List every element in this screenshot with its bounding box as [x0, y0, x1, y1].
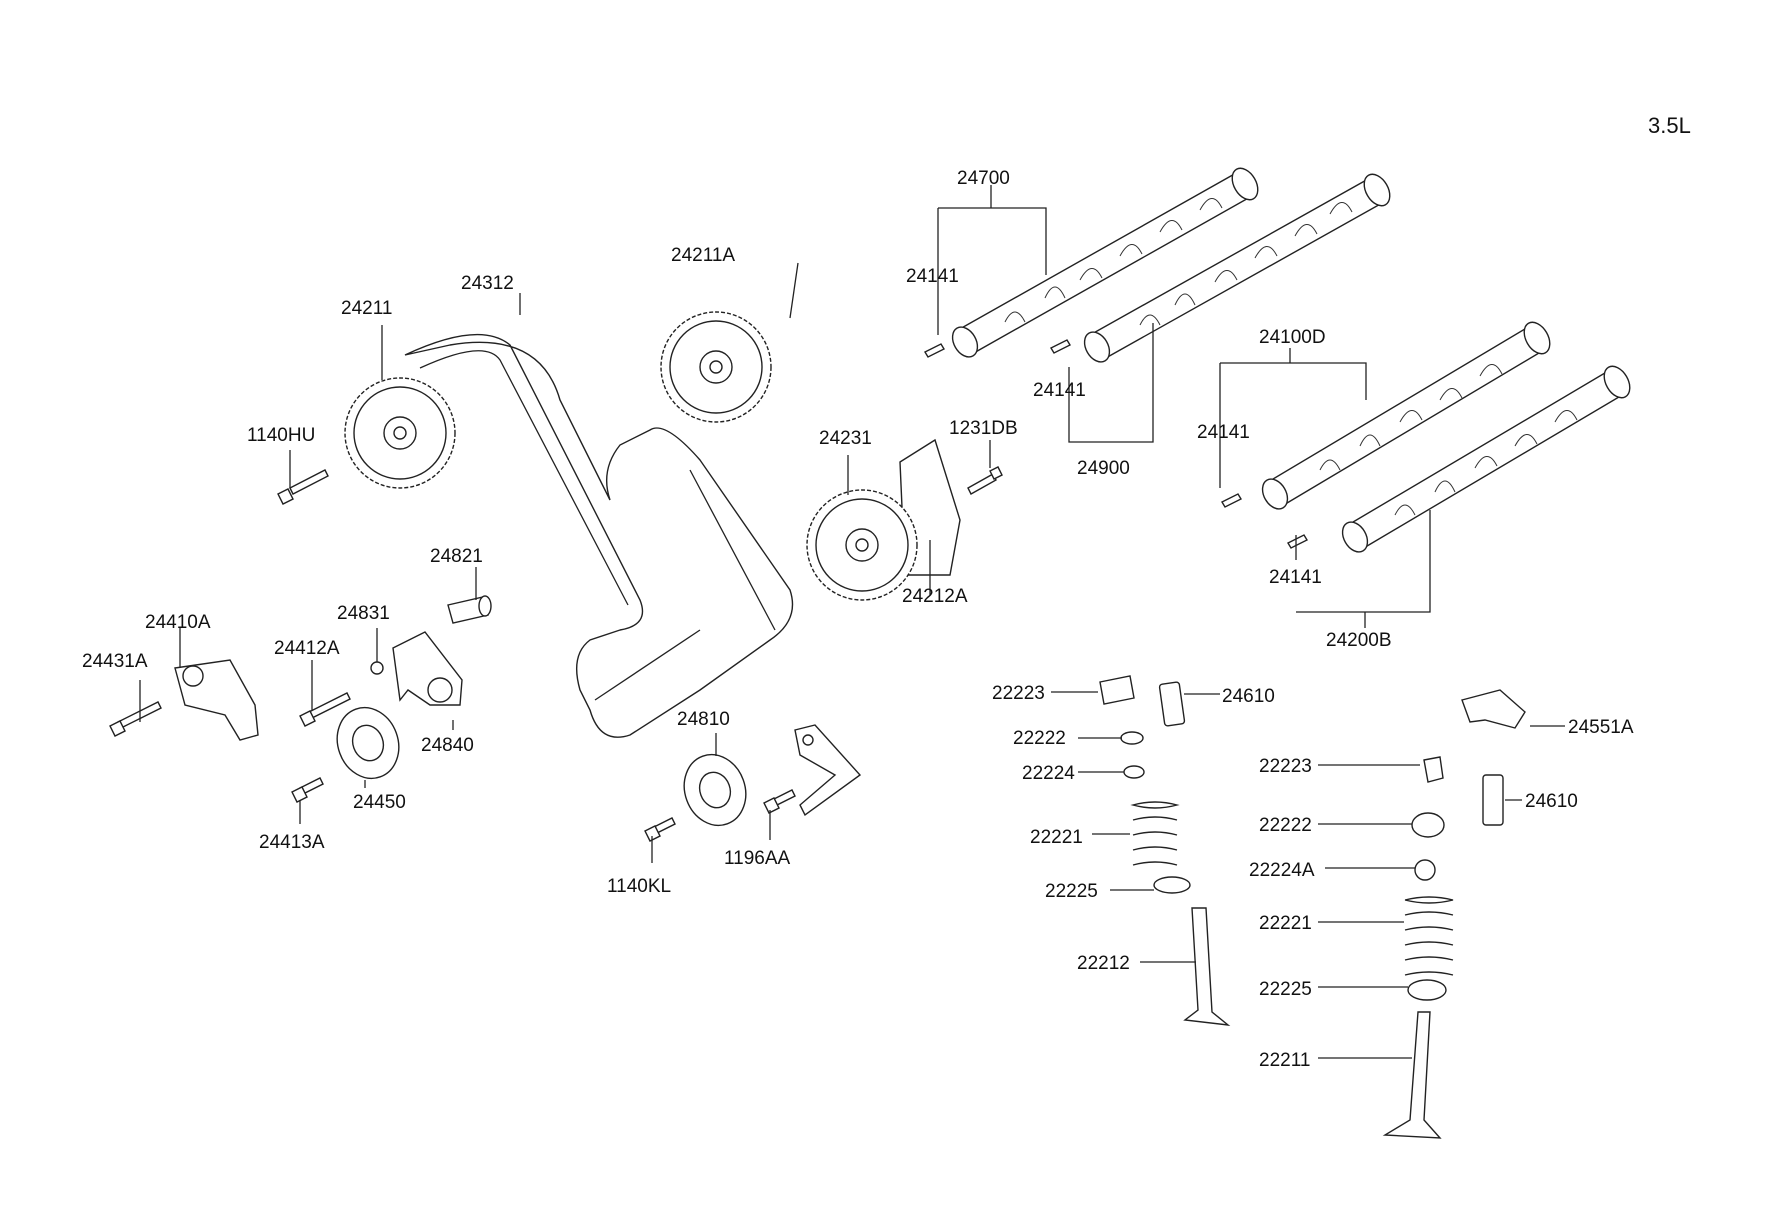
label-24840: 24840: [421, 735, 474, 756]
camshaft-24700: [951, 167, 1259, 358]
label-24821: 24821: [430, 546, 483, 567]
label-1140HU: 1140HU: [247, 425, 315, 446]
valve-spring-22221-left: [1130, 801, 1180, 866]
valve-spring-22221-right: [1404, 896, 1454, 976]
label-24211A: 24211A: [671, 245, 735, 266]
label-24141-c: 24141: [1197, 422, 1250, 443]
camshaft-leaders: [937, 185, 1431, 628]
valve-22211: [1382, 1011, 1442, 1139]
idler-pulley-24810: [683, 753, 747, 827]
label-24100D: 24100D: [1259, 327, 1326, 348]
label-24141-d: 24141: [1269, 567, 1322, 588]
label-24412A: 24412A: [274, 638, 340, 659]
cotter-22224-left: [1123, 765, 1145, 779]
valve-retainer-22223-right: [1423, 756, 1444, 783]
idler-pulley-24450: [336, 706, 400, 780]
label-22212: 22212: [1077, 953, 1130, 974]
lifter-24610-right: [1482, 774, 1504, 826]
label-22221-right: 22221: [1259, 913, 1312, 934]
spring-seat-22225-right: [1407, 979, 1447, 1001]
tensioner-24410A: [174, 659, 259, 741]
label-24141-a: 24141: [906, 266, 959, 287]
camshaft-24900: [1083, 173, 1391, 363]
label-24211: 24211: [341, 298, 392, 319]
spacer-24821: [447, 595, 492, 624]
label-24700: 24700: [957, 168, 1010, 189]
bolt-icon: [109, 466, 1003, 842]
label-24141-b: 24141: [1033, 380, 1086, 401]
label-24900: 24900: [1077, 458, 1130, 479]
camshaft-24200B: [1341, 365, 1631, 553]
label-22223-left: 22223: [992, 683, 1045, 704]
label-22225-right: 22225: [1259, 979, 1312, 1000]
label-24450: 24450: [353, 792, 406, 813]
label-24610-right: 24610: [1525, 791, 1578, 812]
label-1140KL: 1140KL: [607, 876, 671, 897]
label-22225-left: 22225: [1045, 881, 1098, 902]
sprocket-24211A: [660, 311, 772, 423]
lifter-24610-left: [1158, 681, 1186, 727]
label-24231: 24231: [819, 428, 872, 449]
valve-retainer-22223-left: [1099, 675, 1135, 705]
label-24831: 24831: [337, 603, 390, 624]
label-24212A: 24212A: [902, 586, 968, 607]
cotter-22224A-right: [1414, 859, 1436, 881]
tensioner-arm-24840: [392, 631, 463, 706]
washer-24831: [370, 661, 384, 675]
drive-leaders: [139, 262, 991, 863]
spring-seat-22225-left: [1153, 876, 1191, 894]
label-24431A: 24431A: [82, 651, 148, 672]
label-24410A: 24410A: [145, 612, 211, 633]
label-1196AA: 1196AA: [724, 848, 791, 869]
rocker-arm-24551A: [1461, 689, 1526, 729]
cotter-22222-right: [1411, 812, 1445, 838]
label-22222-left: 22222: [1013, 728, 1066, 749]
label-22224: 22224: [1022, 763, 1075, 784]
sprocket-24231: [806, 438, 961, 601]
label-22211: 22211: [1259, 1050, 1310, 1071]
label-22224A: 22224A: [1249, 860, 1315, 881]
camshaft-24100D: [1261, 321, 1551, 510]
label-24551A: 24551A: [1568, 717, 1634, 738]
belt-24312: [404, 333, 794, 738]
label-24413A: 24413A: [259, 832, 325, 853]
valve-22212: [1183, 907, 1231, 1026]
label-22221-left: 22221: [1030, 827, 1083, 848]
bracket-1196AA: [794, 724, 862, 817]
label-24610-left: 24610: [1222, 686, 1275, 707]
part-labels: 24700 24141 24141 24900 24100D 24141 241…: [82, 168, 1634, 1071]
label-1231DB: 1231DB: [949, 418, 1018, 439]
engine-label: 3.5L: [1648, 113, 1691, 138]
dowel-pin-icon: [924, 339, 1308, 549]
cotter-22222-left: [1120, 731, 1144, 745]
sprocket-24211: [344, 377, 456, 489]
label-22222-right: 22222: [1259, 815, 1312, 836]
label-24810: 24810: [677, 709, 730, 730]
label-22223-right: 22223: [1259, 756, 1312, 777]
label-24312: 24312: [461, 273, 514, 294]
valvetrain-leaders: [1051, 691, 1565, 1059]
label-24200B: 24200B: [1326, 630, 1392, 651]
